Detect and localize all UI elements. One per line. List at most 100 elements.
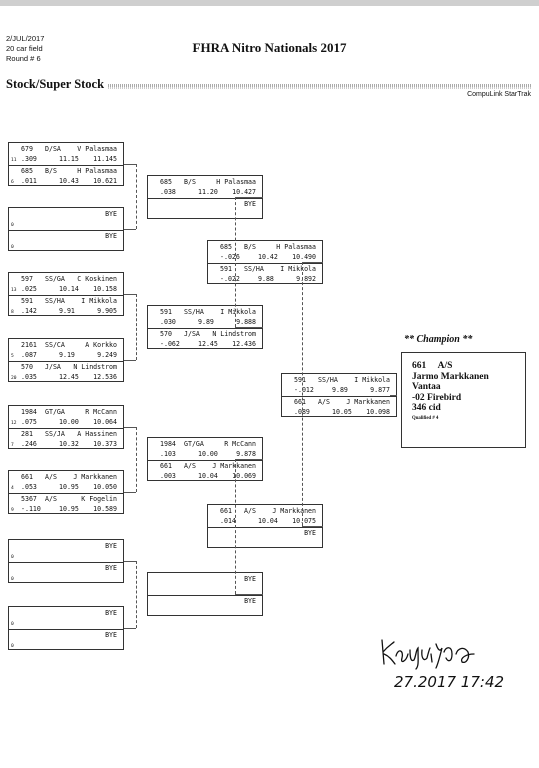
seed-number: 0	[11, 577, 14, 582]
car-class: SS/HA	[45, 297, 65, 305]
car-number: 661	[160, 462, 172, 470]
seed-number: 0	[11, 555, 14, 560]
handwritten-signature	[381, 639, 475, 670]
dial-in: 12.536	[93, 373, 117, 381]
driver-name: BYE	[105, 542, 117, 550]
car-class: J/SA	[184, 330, 200, 338]
driver-name: J Markkanen	[272, 507, 316, 515]
bracket-connector	[124, 360, 136, 361]
elapsed-time: 10.05	[332, 408, 352, 416]
driver-name: I Mikkola	[81, 297, 117, 305]
reaction-time: .142	[21, 307, 37, 315]
reaction-time: .087	[21, 351, 37, 359]
elapsed-time: 10.95	[59, 505, 79, 513]
bracket-connector	[235, 197, 263, 198]
elapsed-time: 10.95	[59, 483, 79, 491]
bracket-connector	[235, 459, 236, 594]
reaction-time: .089	[294, 408, 310, 416]
car-number: 5367	[21, 495, 37, 503]
bracket-connector	[302, 262, 323, 263]
title-rule-lower	[6, 87, 532, 89]
bracket-connector	[135, 427, 137, 492]
car-number: 661	[220, 507, 232, 515]
event-date: 2/JUL/2017	[6, 34, 45, 43]
bracket-connector	[124, 164, 136, 165]
dial-in: 9.249	[97, 351, 117, 359]
seed-number: 11	[11, 158, 17, 163]
dial-in: 9.877	[370, 386, 390, 394]
car-number: 591	[294, 376, 306, 384]
champion-qualified: Qualified # 4	[412, 415, 439, 421]
bracket-connector	[135, 561, 137, 628]
driver-name: BYE	[105, 631, 117, 639]
driver-name: J Markkanen	[212, 462, 256, 470]
dial-in: 10.075	[292, 517, 316, 525]
bracket-connector	[124, 294, 136, 295]
car-number: 1984	[160, 440, 176, 448]
dial-in: 11.145	[93, 155, 117, 163]
car-number: 591	[21, 297, 33, 305]
title-rule	[6, 84, 532, 87]
dial-in: 10.098	[366, 408, 390, 416]
bracket-connector	[235, 197, 236, 327]
dial-in: 10.427	[232, 188, 256, 196]
driver-name: J Markkanen	[346, 398, 390, 406]
car-class: SS/HA	[318, 376, 338, 384]
seed-number: 7	[11, 443, 14, 448]
car-class: B/S	[244, 243, 256, 251]
seed-number: 20	[11, 376, 17, 381]
car-class: SS/GA	[45, 275, 65, 283]
page-title: FHRA Nitro Nationals 2017	[192, 40, 347, 55]
seed-number: 0	[11, 223, 14, 228]
car-class: SS/HA	[244, 265, 264, 273]
car-number: 685	[160, 178, 172, 186]
driver-name: H Palasmaa	[276, 243, 316, 251]
bracket-connector	[390, 395, 397, 396]
bracket-connector	[235, 594, 263, 595]
elapsed-time: 10.42	[258, 253, 278, 261]
field-size: 20 car field	[6, 44, 43, 53]
reaction-time: -.062	[160, 340, 180, 348]
seed-number: 5	[11, 354, 14, 359]
seed-number: 0	[11, 622, 14, 627]
elapsed-time: 10.00	[59, 418, 79, 426]
reaction-time: .025	[21, 285, 37, 293]
class-heading: Stock/Super Stock	[6, 77, 108, 92]
seed-number: 12	[11, 421, 17, 426]
champion-box: 661 A/S Jarmo Markkanen Vantaa -02 Fireb…	[401, 352, 526, 448]
car-class: GT/GA	[184, 440, 204, 448]
car-class: SS/JA	[45, 430, 65, 438]
top-edge-bar	[0, 0, 539, 6]
car-number: 2161	[21, 341, 37, 349]
round-number: Round # 6	[6, 54, 41, 63]
car-class: B/S	[184, 178, 196, 186]
dial-in: 10.589	[93, 505, 117, 513]
driver-name: N Lindstrom	[73, 363, 117, 371]
reaction-time: -.012	[294, 386, 314, 394]
bracket-connector	[135, 164, 137, 229]
bracket-connector	[124, 628, 136, 629]
bracket-connector	[302, 526, 323, 527]
event-meta: 2/JUL/2017 20 car field Round # 6	[6, 34, 44, 64]
elapsed-time: 9.91	[59, 307, 75, 315]
elapsed-time: 12.45	[198, 340, 218, 348]
elapsed-time: 11.20	[198, 188, 218, 196]
reaction-time: -.022	[220, 275, 240, 283]
dial-in: 9.892	[296, 275, 316, 283]
car-number: 685	[220, 243, 232, 251]
dial-in: 10.490	[292, 253, 316, 261]
